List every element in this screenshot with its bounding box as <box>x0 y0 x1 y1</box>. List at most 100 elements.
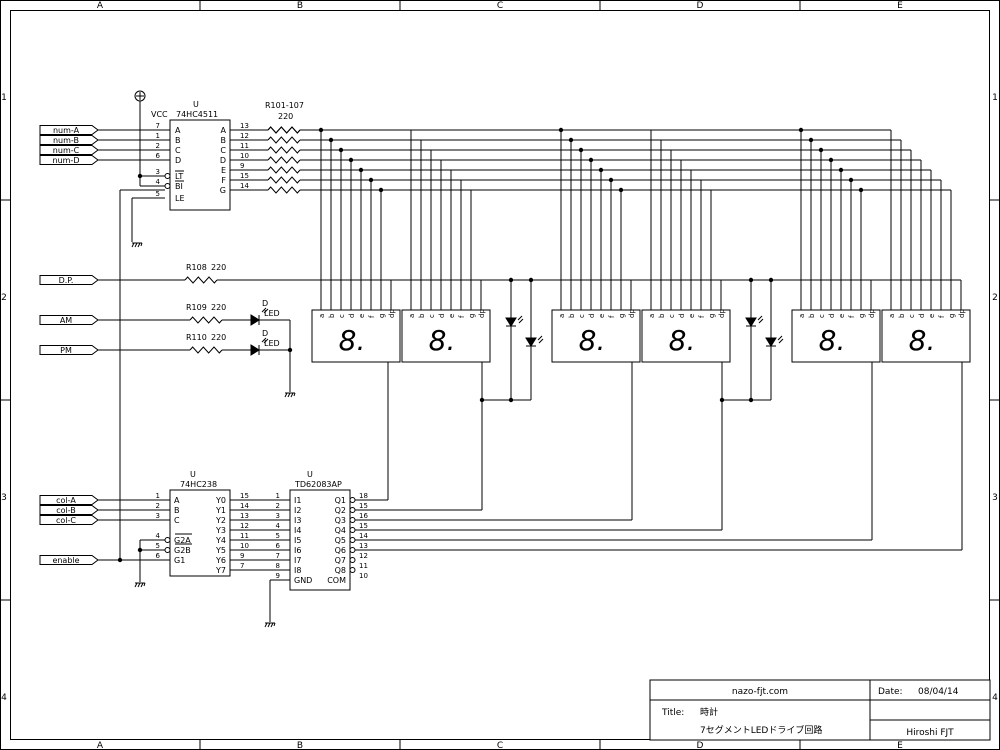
inversion-bubble <box>349 567 356 573</box>
inversion-bubble <box>349 517 356 523</box>
pin-number: 14 <box>240 502 249 510</box>
pin-number: 15 <box>359 502 368 510</box>
ic-ref: U <box>307 470 313 479</box>
resistor-r110 <box>189 346 223 354</box>
segment-pin-label: c <box>818 314 826 318</box>
row-marker: 1 <box>1 93 7 103</box>
segment-pin-label: f <box>848 315 856 318</box>
led-part: LED <box>264 309 280 318</box>
ic-part-name: 74HC238 <box>180 480 217 489</box>
num-port-label: num-C <box>53 146 80 155</box>
am-led <box>263 308 269 314</box>
junction-dot <box>798 127 804 133</box>
resistor-value: 220 <box>211 263 226 272</box>
pin-name: Q2 <box>335 506 346 515</box>
pin-number: 1 <box>156 132 160 140</box>
pin-number: 9 <box>240 552 244 560</box>
pin-number: 3 <box>156 168 160 176</box>
ic-74hc238 <box>169 489 231 577</box>
segment-pin-label: f <box>458 315 466 318</box>
seven-segment-display <box>641 309 731 363</box>
pin-number: 14 <box>240 182 249 190</box>
segment-pin-label: b <box>658 313 666 318</box>
pin-number: 8 <box>276 562 280 570</box>
seven-segment-display <box>401 309 491 363</box>
segment-pin-label: d <box>678 314 686 318</box>
junction-dot <box>608 177 614 183</box>
pin-name: Q1 <box>335 496 346 505</box>
resistor-ref: R101-107 <box>265 101 304 110</box>
inversion-bubble <box>349 497 356 503</box>
junction-dot <box>838 167 844 173</box>
pin-name: A <box>175 126 181 135</box>
am-led <box>261 307 267 313</box>
resistor-value: 220 <box>278 112 293 121</box>
ground-symbol <box>134 582 138 588</box>
segment-pin-label: f <box>608 315 616 318</box>
segment-pin-label: dp <box>718 309 726 318</box>
pin-number: 10 <box>359 572 368 580</box>
column-marker: B <box>297 741 303 750</box>
ground-symbol <box>137 582 141 588</box>
pin-number: 16 <box>359 512 368 520</box>
pin-name: I8 <box>294 566 301 575</box>
pin-number: 7 <box>156 122 160 130</box>
ground-symbol <box>140 242 143 247</box>
pin-name: Y3 <box>215 526 226 535</box>
pin-number: 4 <box>156 178 161 186</box>
segment-pin-label: f <box>698 315 706 318</box>
enable-port-label: enable <box>52 556 79 565</box>
digit-glyph: 8. <box>429 324 456 357</box>
pin-name: Y6 <box>215 556 226 565</box>
digit-glyph: 8. <box>819 324 846 357</box>
junction-dot <box>287 347 293 353</box>
pin-number: 14 <box>359 532 368 540</box>
pin-name: BI <box>175 182 183 191</box>
pin-name: G1 <box>174 556 185 565</box>
pin-number: 7 <box>276 552 280 560</box>
segment-pin-label: a <box>888 314 896 318</box>
led-ref: D <box>262 299 268 308</box>
junction-dot <box>618 187 624 193</box>
resistor-array <box>267 186 301 194</box>
colon-led <box>518 318 524 324</box>
junction-dot <box>828 157 834 163</box>
segment-pin-label: g <box>708 314 716 318</box>
pin-name: I5 <box>294 536 301 545</box>
row-marker: 2 <box>992 293 998 303</box>
num-port <box>39 125 99 135</box>
dp-port-label: D.P. <box>59 276 74 285</box>
ground-symbol <box>264 622 268 628</box>
ic-part-name: 74HC4511 <box>176 110 218 119</box>
resistor-value: 220 <box>211 333 226 342</box>
pin-name: I4 <box>294 526 301 535</box>
pin-name: Q3 <box>335 516 346 525</box>
pin-name: G2A <box>174 536 191 545</box>
inner-border <box>10 10 990 740</box>
segment-pin-label: d <box>828 314 836 318</box>
pin-name: I3 <box>294 516 301 525</box>
wires <box>98 101 963 622</box>
column-marker: D <box>697 1 704 11</box>
junction-dot <box>348 157 354 163</box>
resistor-r108 <box>184 276 218 284</box>
row-marker: 4 <box>1 693 7 703</box>
pin-name: I1 <box>294 496 301 505</box>
pin-number: 10 <box>240 152 249 160</box>
segment-pin-label: e <box>598 314 606 318</box>
junction-dot <box>808 137 814 143</box>
col-port <box>39 505 99 515</box>
segment-pin-label: d <box>918 314 926 318</box>
pin-name: D <box>220 156 226 165</box>
pin-number: 3 <box>276 512 280 520</box>
column-marker: D <box>697 741 704 750</box>
pin-number: 11 <box>240 532 249 540</box>
junction-dot <box>318 127 324 133</box>
seven-segment-display <box>551 309 641 363</box>
column-marker: C <box>497 1 503 11</box>
pin-name: Y5 <box>215 546 226 555</box>
pin-number: 5 <box>156 542 160 550</box>
segment-pin-label: dp <box>478 309 486 318</box>
inversion-bubble <box>164 537 171 543</box>
resistor-array <box>267 136 301 144</box>
